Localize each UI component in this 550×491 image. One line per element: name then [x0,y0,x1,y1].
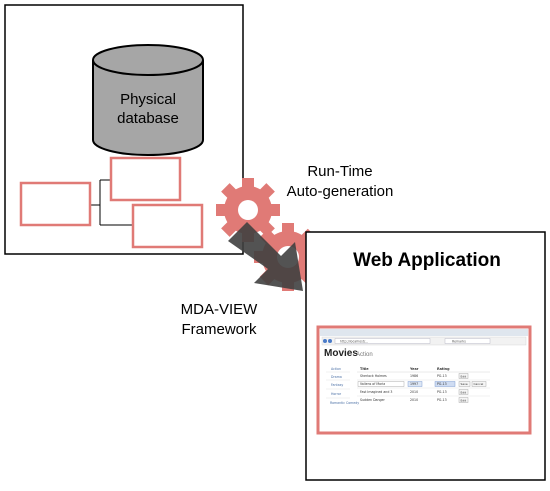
table-box-top [109,156,182,202]
browser-screenshot: http://localhost/... Remarks Movies Acti… [316,325,532,435]
edit-button[interactable] [458,389,469,395]
table-box-bottom [131,203,204,249]
genre-item: Drama [331,375,342,379]
edit-button-label: Edit [461,398,467,402]
row-title: Fast Imagined and 3 [360,390,392,394]
browser-search-text: Remarks [452,340,466,344]
column-header-title: Title [360,367,369,371]
table-row: Sherlock Holmes 1986 PG-13 Edit [357,373,490,381]
runtime-label-line1: Run-Time [307,163,372,180]
framework-label-line2: Framework [181,321,257,338]
edit-button[interactable] [458,373,469,379]
row-rating: PG-13 [437,390,447,394]
genre-item: Horror [331,392,342,396]
row-year: 1986 [410,374,418,378]
movies-heading: Movies [324,348,358,359]
genre-item: Action [331,367,341,371]
column-header-rating: Rating [437,367,450,371]
row-rating: PG-13 [437,398,447,402]
row-rating: PG-13 [437,382,447,386]
genre-item: Fantasy [331,383,343,387]
database-label-line1: Physical [120,91,176,108]
movies-subheading: Action [356,352,373,358]
framework-label-line1: MDA-VIEW [181,301,259,318]
save-button-label: Save [461,382,468,386]
database-label-line2: database [117,110,179,127]
rating-select[interactable] [434,381,456,387]
edit-button[interactable] [458,397,469,403]
edit-button-label: Edit [461,390,467,394]
row-title: Sudden Danger [360,398,385,402]
row-title: Sherlock Holmes [360,374,387,378]
row-title: Valiens of Moria [360,382,385,386]
browser-search-box [444,338,491,344]
genre-item: Romantic Comedy [330,401,359,405]
table-tree [19,156,204,249]
row-year: 2010 [410,390,418,394]
cancel-button[interactable] [471,381,487,387]
column-header-year: Year [409,367,419,371]
row-rating: PG-13 [437,374,447,378]
table-box-left [19,181,92,227]
row-year: 1997 [410,382,418,386]
row-year: 2010 [410,398,418,402]
runtime-label-line2: Auto-generation [287,183,394,200]
table-row-editing: Valiens of Moria 1997 PG-13 Save Cancel [357,381,490,389]
save-button[interactable] [458,381,471,387]
table-row: Sudden Danger 2010 PG-13 Edit [360,397,469,403]
title-input[interactable] [357,381,405,387]
table-row: Fast Imagined and 3 2010 PG-13 Edit [357,389,490,397]
generation-arrow-icon [228,222,303,291]
cancel-button-label: Cancel [474,382,484,386]
webapp-title: Web Application [353,250,501,271]
edit-button-label: Edit [461,374,467,378]
physical-database-cylinder: Physical database [92,44,204,156]
browser-address-bar [334,338,431,344]
year-input[interactable] [407,381,423,387]
browser-url: http://localhost/... [340,340,368,344]
